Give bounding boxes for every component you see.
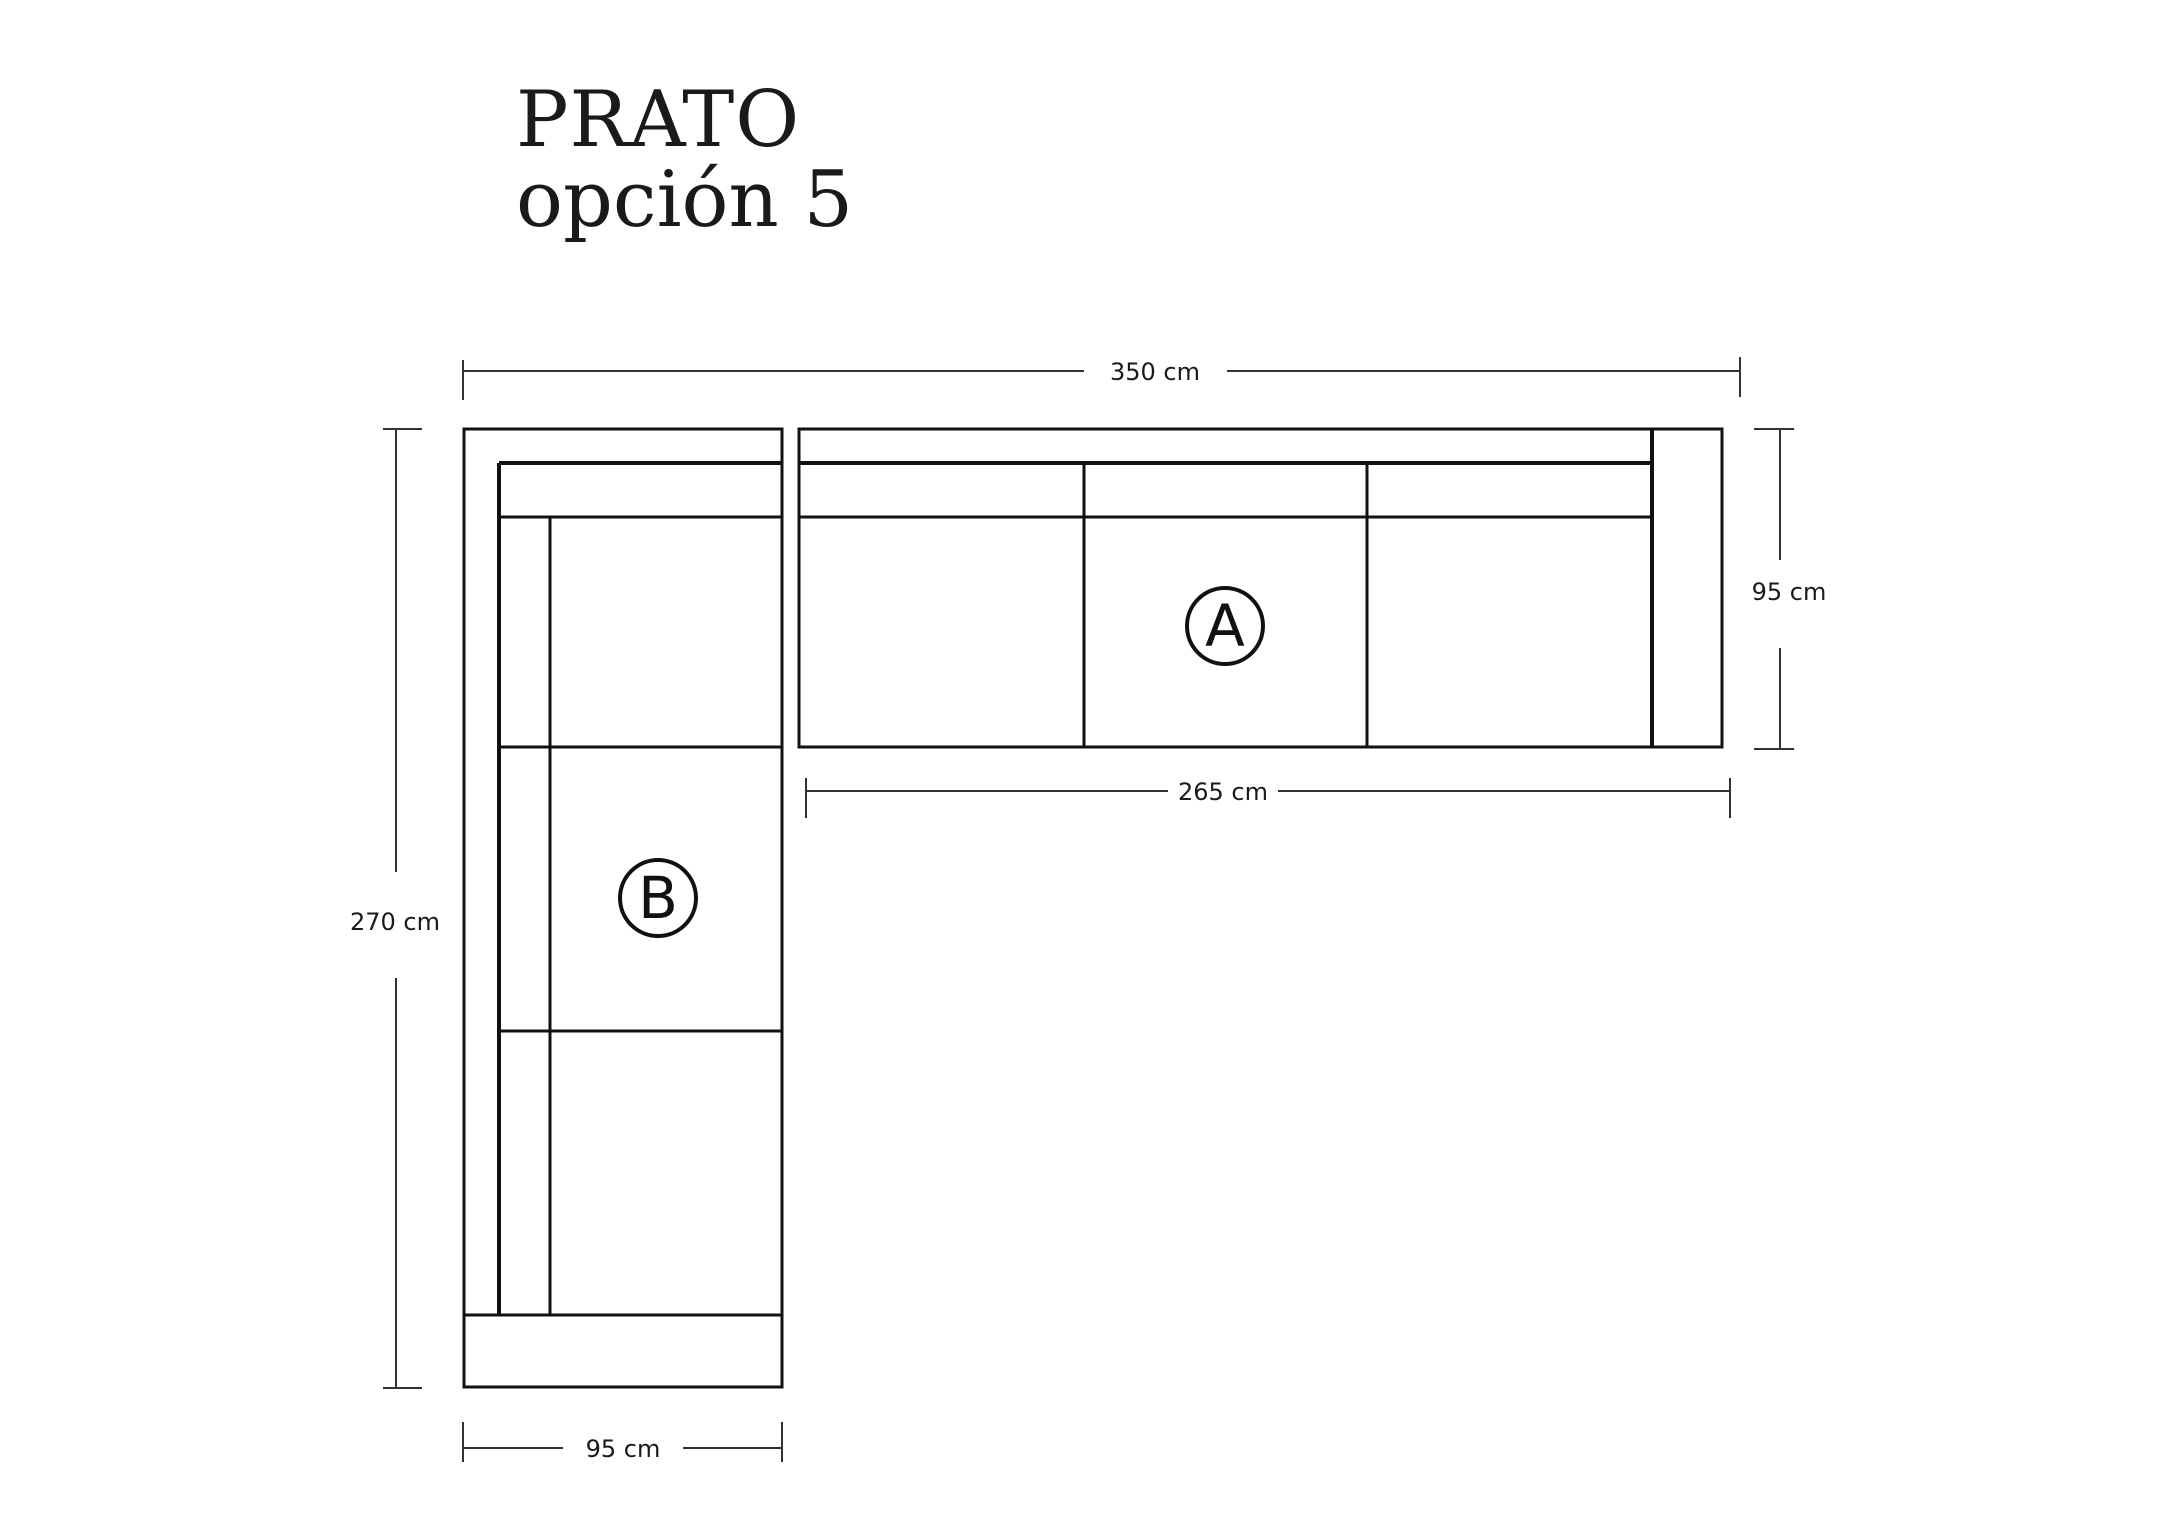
dim-total-length-label: 270 cm xyxy=(350,908,440,936)
dim-seat-width xyxy=(805,778,1731,818)
module-a-marker: A xyxy=(1185,586,1265,666)
module-b-left-section xyxy=(462,427,784,1389)
dim-right-depth xyxy=(1754,428,1794,750)
module-a-circle-icon xyxy=(1185,586,1265,666)
dim-right-depth-label: 95 cm xyxy=(1752,578,1827,606)
module-b-marker: B xyxy=(618,858,698,938)
dim-total-length xyxy=(383,428,422,1389)
module-a-label: A xyxy=(1205,592,1245,660)
product-title: PRATO opción 5 xyxy=(516,80,853,240)
dim-left-width xyxy=(462,1422,783,1462)
module-b-label: B xyxy=(638,864,678,932)
dim-left-width-label: 95 cm xyxy=(586,1435,661,1463)
module-b-circle-icon xyxy=(618,858,698,938)
dim-total-width-label: 350 cm xyxy=(1110,358,1200,386)
module-a-right-section xyxy=(797,427,1724,749)
dim-total-width xyxy=(462,357,1741,400)
option-label: opción 5 xyxy=(516,155,854,245)
dim-seat-width-label: 265 cm xyxy=(1178,778,1268,806)
product-name: PRATO xyxy=(516,75,801,165)
